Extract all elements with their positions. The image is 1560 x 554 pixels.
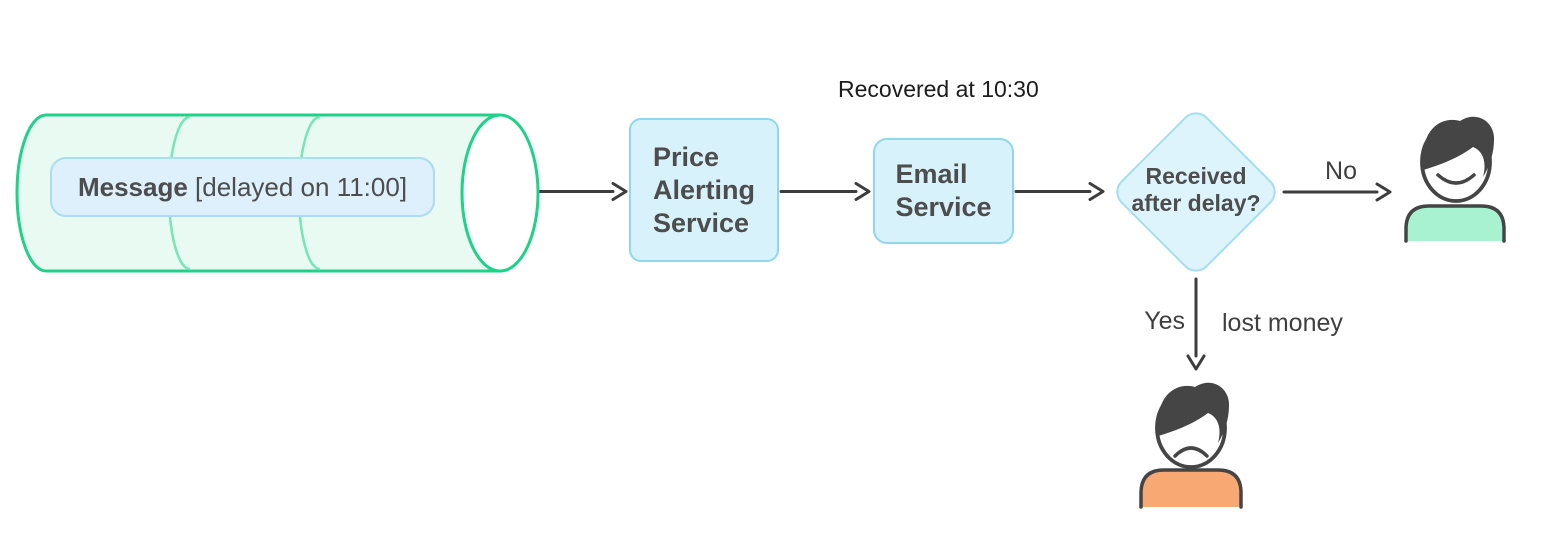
- decision-label: Received after delay?: [1131, 163, 1261, 216]
- arrow-decision-yes: [1186, 277, 1206, 371]
- arrow-head: [1186, 354, 1206, 371]
- sad-user-torso: [1139, 468, 1243, 509]
- message-delay-text: [delayed on 11:00]: [187, 171, 408, 202]
- sad-user-icon: [1139, 382, 1243, 509]
- sad-user-hair: [1157, 382, 1230, 443]
- message-label: Message: [77, 171, 188, 202]
- yes-edge-label: Yes: [1144, 307, 1185, 335]
- sad-user-frown: [1173, 446, 1209, 458]
- cylinder-opening: [460, 113, 540, 273]
- arrow-head: [1375, 182, 1392, 202]
- arrow-head: [1088, 182, 1105, 201]
- price-alerting-service-node: Price Alerting Service: [629, 118, 779, 262]
- arrow-email-to-decision: [1014, 182, 1105, 201]
- lost-money-edge-label: lost money: [1222, 309, 1343, 337]
- arrow-price-to-email: [779, 182, 871, 201]
- arrow-head: [854, 182, 871, 201]
- queue-message-node: Message [delayed on 11:00]: [50, 157, 435, 217]
- happy-user-torso: [1404, 204, 1506, 243]
- arrow-decision-no: [1282, 182, 1392, 202]
- email-service-node: Email Service: [873, 138, 1014, 244]
- arrow-queue-to-price: [536, 182, 628, 201]
- arrow-head: [611, 182, 628, 201]
- happy-user-smile: [1436, 173, 1476, 185]
- recovered-annotation: Recovered at 10:30: [838, 76, 1039, 102]
- price-alerting-service-label: Price Alerting Service: [652, 141, 755, 238]
- happy-user-hair: [1422, 116, 1495, 177]
- happy-user-icon: [1404, 116, 1506, 243]
- no-edge-label: No: [1325, 157, 1357, 185]
- email-service-label: Email Service: [895, 159, 992, 222]
